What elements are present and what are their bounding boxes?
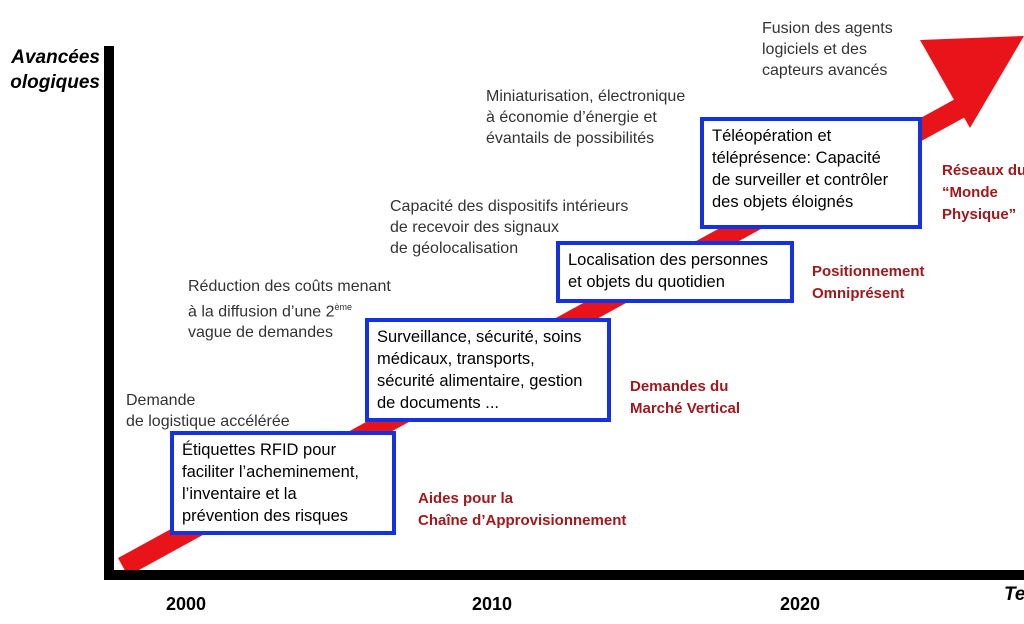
y-axis-title-line2: ologiques [10, 72, 100, 93]
year-label-2000: 2000 [166, 594, 207, 614]
stage2-description: Réduction des coûts menant à la diffusio… [188, 278, 391, 342]
year-label-2010: 2010 [472, 594, 513, 614]
stage4-market-label: Réseaux du “Monde Physique” [942, 162, 1024, 223]
x-axis-line [104, 570, 1024, 580]
x-axis-title: Te [1004, 584, 1024, 605]
stage5-description: Fusion des agents logiciels et des capte… [762, 20, 893, 79]
stage3-market-label: Positionnement Omniprésent [812, 263, 925, 302]
y-axis-line [104, 46, 114, 580]
stage2-box: Surveillance, sécurité, soins médicaux, … [365, 318, 611, 422]
stage1-market-label: Aides pour la Chaîne d’Approvisionnement [418, 490, 627, 529]
year-label-2020: 2020 [780, 594, 821, 614]
stage1-description: Demande de logistique accélérée [126, 392, 290, 430]
stage4-box: Téléopération et téléprésence: Capacité … [700, 117, 922, 229]
stage3-box: Localisation des personnes et objets du … [556, 241, 794, 303]
y-axis-title-line1: Avancées [11, 47, 100, 68]
stage3-description: Capacité des dispositifs intérieurs de r… [390, 198, 629, 257]
y-axis-title: Avancées ologiques [10, 45, 100, 95]
stage1-box: Étiquettes RFID pour faciliter l’achemin… [170, 431, 396, 535]
arrow-head [920, 36, 1024, 128]
stage2-market-label: Demandes du Marché Vertical [630, 378, 741, 417]
stage4-description: Miniaturisation, électronique à économie… [486, 88, 686, 147]
